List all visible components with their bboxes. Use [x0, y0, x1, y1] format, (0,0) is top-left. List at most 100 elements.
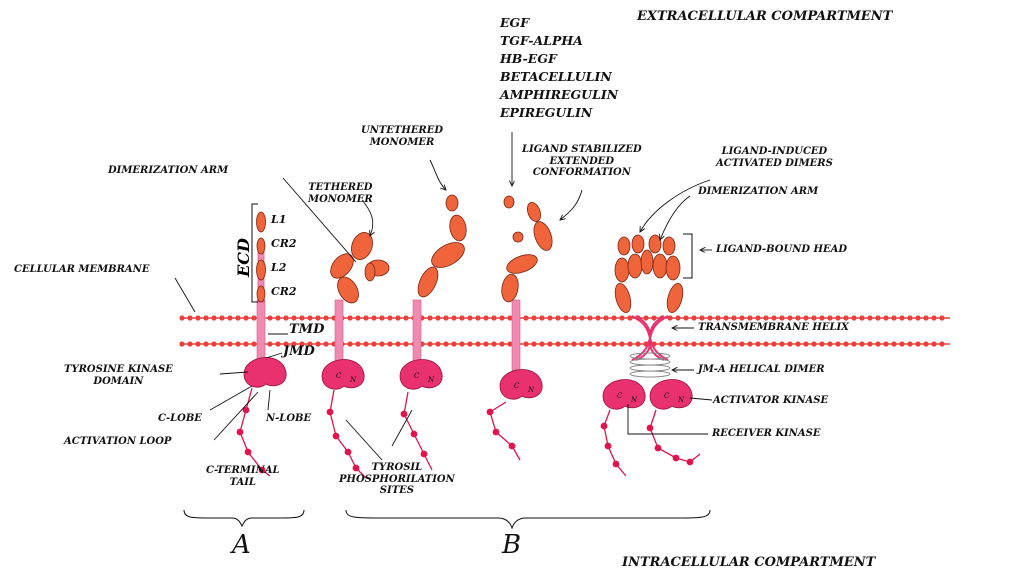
stalk-b1 [335, 300, 343, 362]
membrane-bead [579, 315, 584, 320]
ligand-bound-head-label: LIGAND-BOUND HEAD [716, 244, 847, 256]
membrane-bead [803, 315, 808, 320]
jm-helical-dimer-label: JM-A HELICAL DIMER [698, 364, 825, 376]
membrane-bead [771, 341, 776, 346]
membrane-bead [179, 315, 184, 320]
membrane-bead [499, 341, 504, 346]
membrane-bead [243, 315, 248, 320]
head-bracket [683, 234, 692, 278]
membrane-bead [427, 315, 432, 320]
ligand-item: EGF [500, 14, 529, 31]
cellular-membrane-label: CELLULAR MEMBRANE [14, 264, 149, 276]
activator-kinase-label: ACTIVATOR KINASE [713, 395, 828, 407]
extracellular-label: EXTRACELLULAR COMPARTMENT [637, 10, 892, 25]
membrane-bead [347, 315, 352, 320]
phosphorylation-site [421, 451, 428, 458]
membrane-bead [275, 315, 280, 320]
ligand-item: EPIREGULIN [500, 104, 592, 121]
membrane-bead [867, 341, 872, 346]
membrane-bead [843, 341, 848, 346]
membrane-bead [483, 341, 488, 346]
membrane-bead [443, 341, 448, 346]
membrane-bead [611, 315, 616, 320]
membrane-bead [451, 341, 456, 346]
membrane-bead [643, 315, 648, 320]
svg-text:C: C [664, 392, 670, 400]
svg-text:N: N [427, 376, 435, 384]
membrane-bead [707, 315, 712, 320]
membrane-bead [771, 315, 776, 320]
membrane-bead [531, 341, 536, 346]
svg-text:C: C [336, 372, 342, 380]
membrane-bead [227, 341, 232, 346]
dimerization-arm-left-label: DIMERIZATION ARM [108, 165, 228, 177]
ecd-domain-label: CR2 [271, 286, 297, 299]
tmd-label: TMD [289, 323, 324, 338]
membrane-bead [523, 315, 528, 320]
membrane-bead [755, 315, 760, 320]
membrane-bead [475, 315, 480, 320]
membrane-bead [611, 341, 616, 346]
membrane-bead [547, 315, 552, 320]
ecd-title: ECD [234, 238, 253, 277]
membrane-bead [195, 315, 200, 320]
membrane-bead [795, 315, 800, 320]
membrane-bead [219, 315, 224, 320]
membrane-bead [619, 341, 624, 346]
ligand-induced-label: LIGAND-INDUCED ACTIVATED DIMERS [716, 146, 833, 169]
membrane-bead [939, 315, 944, 320]
kinase-b1 [322, 360, 364, 390]
membrane-bead [651, 315, 656, 320]
receiver-kinase-label: RECEIVER KINASE [712, 428, 820, 440]
membrane-bead [571, 315, 576, 320]
ecd-l1 [257, 212, 266, 232]
membrane-bead [795, 341, 800, 346]
membrane-bead [859, 315, 864, 320]
membrane-bead [923, 341, 928, 346]
phosphorylation-site [493, 429, 500, 436]
membrane-bead [587, 315, 592, 320]
membrane-bead [371, 315, 376, 320]
c-terminal-tail [650, 410, 700, 462]
membrane-bead [723, 341, 728, 346]
membrane-bead [203, 341, 208, 346]
svg-text:C: C [414, 372, 420, 380]
kinase-b3 [500, 370, 542, 400]
phosphorylation-site [237, 429, 244, 436]
membrane-bead [307, 315, 312, 320]
membrane-bead [363, 341, 368, 346]
membrane-bead [851, 315, 856, 320]
membrane-bead [923, 315, 928, 320]
membrane-bead [787, 341, 792, 346]
membrane-bead [691, 341, 696, 346]
membrane-bead [355, 341, 360, 346]
membrane-bead [867, 315, 872, 320]
membrane-bead [915, 341, 920, 346]
membrane-bead [427, 341, 432, 346]
ecd-domain-label: L2 [271, 262, 286, 275]
ligand-item: TGF-ALPHA [500, 32, 583, 49]
membrane-bead [699, 315, 704, 320]
phosphorylation-site [245, 449, 252, 456]
membrane-bead [483, 315, 488, 320]
phosphorylation-site [647, 425, 654, 432]
c-lobe-label: C-LOBE [158, 413, 202, 425]
ecd-domain-label: L1 [271, 214, 286, 227]
phosphorylation-site [345, 449, 352, 456]
membrane-bead [371, 341, 376, 346]
membrane-bead [435, 315, 440, 320]
tethered-monomer [326, 229, 389, 306]
membrane-bead [283, 315, 288, 320]
ecd-l2 [257, 260, 266, 280]
membrane-bead [387, 315, 392, 320]
membrane-bead [779, 315, 784, 320]
phosphorylation-site [613, 461, 620, 468]
membrane-bead [379, 315, 384, 320]
c-terminal-tail [240, 388, 270, 476]
membrane-bead [203, 315, 208, 320]
membrane-bead [715, 341, 720, 346]
membrane-bead [675, 315, 680, 320]
ligand-item: HB-EGF [500, 50, 557, 67]
membrane-bead [227, 315, 232, 320]
membrane-bead [267, 341, 272, 346]
